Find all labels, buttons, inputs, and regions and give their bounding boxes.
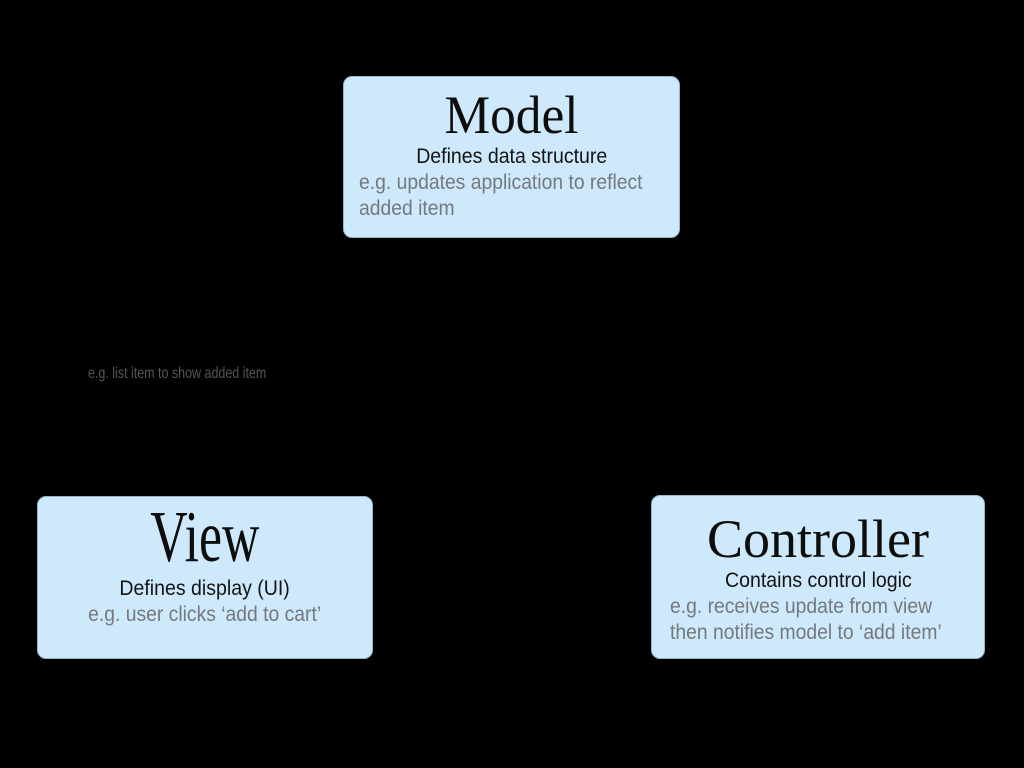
controller-title: Controller xyxy=(707,509,929,569)
controller-box: Controller Contains control logic e.g. r… xyxy=(651,495,985,659)
model-example-line-1: e.g. updates application to reflect xyxy=(359,170,643,194)
view-box: View Defines display (UI) e.g. user clic… xyxy=(37,496,373,659)
view-title: View xyxy=(150,496,260,577)
view-subtitle: Defines display (UI) xyxy=(119,576,291,600)
controller-example-line-2: then notifies model to ‘add item’ xyxy=(670,620,942,644)
model-box: Model Defines data structure e.g. update… xyxy=(343,76,680,238)
model-example-row: e.g. updates application to reflect xyxy=(344,170,679,196)
view-example-line-1: e.g. user clicks ‘add to cart’ xyxy=(88,602,322,626)
controller-subtitle: Contains control logic xyxy=(724,568,912,592)
model-subtitle: Defines data structure xyxy=(415,144,608,168)
view-update-example-label: e.g. list item to show added item xyxy=(88,365,267,382)
model-example-line-2: added item xyxy=(359,196,455,220)
model-title: Model xyxy=(444,85,579,145)
model-example-row: added item xyxy=(344,196,679,222)
controller-example-line-1: e.g. receives update from view xyxy=(670,594,933,618)
view-example-row: e.g. user clicks ‘add to cart’ xyxy=(38,602,372,628)
controller-example-row: e.g. receives update from view xyxy=(652,594,984,620)
controller-example-row: then notifies model to ‘add item’ xyxy=(652,620,984,646)
